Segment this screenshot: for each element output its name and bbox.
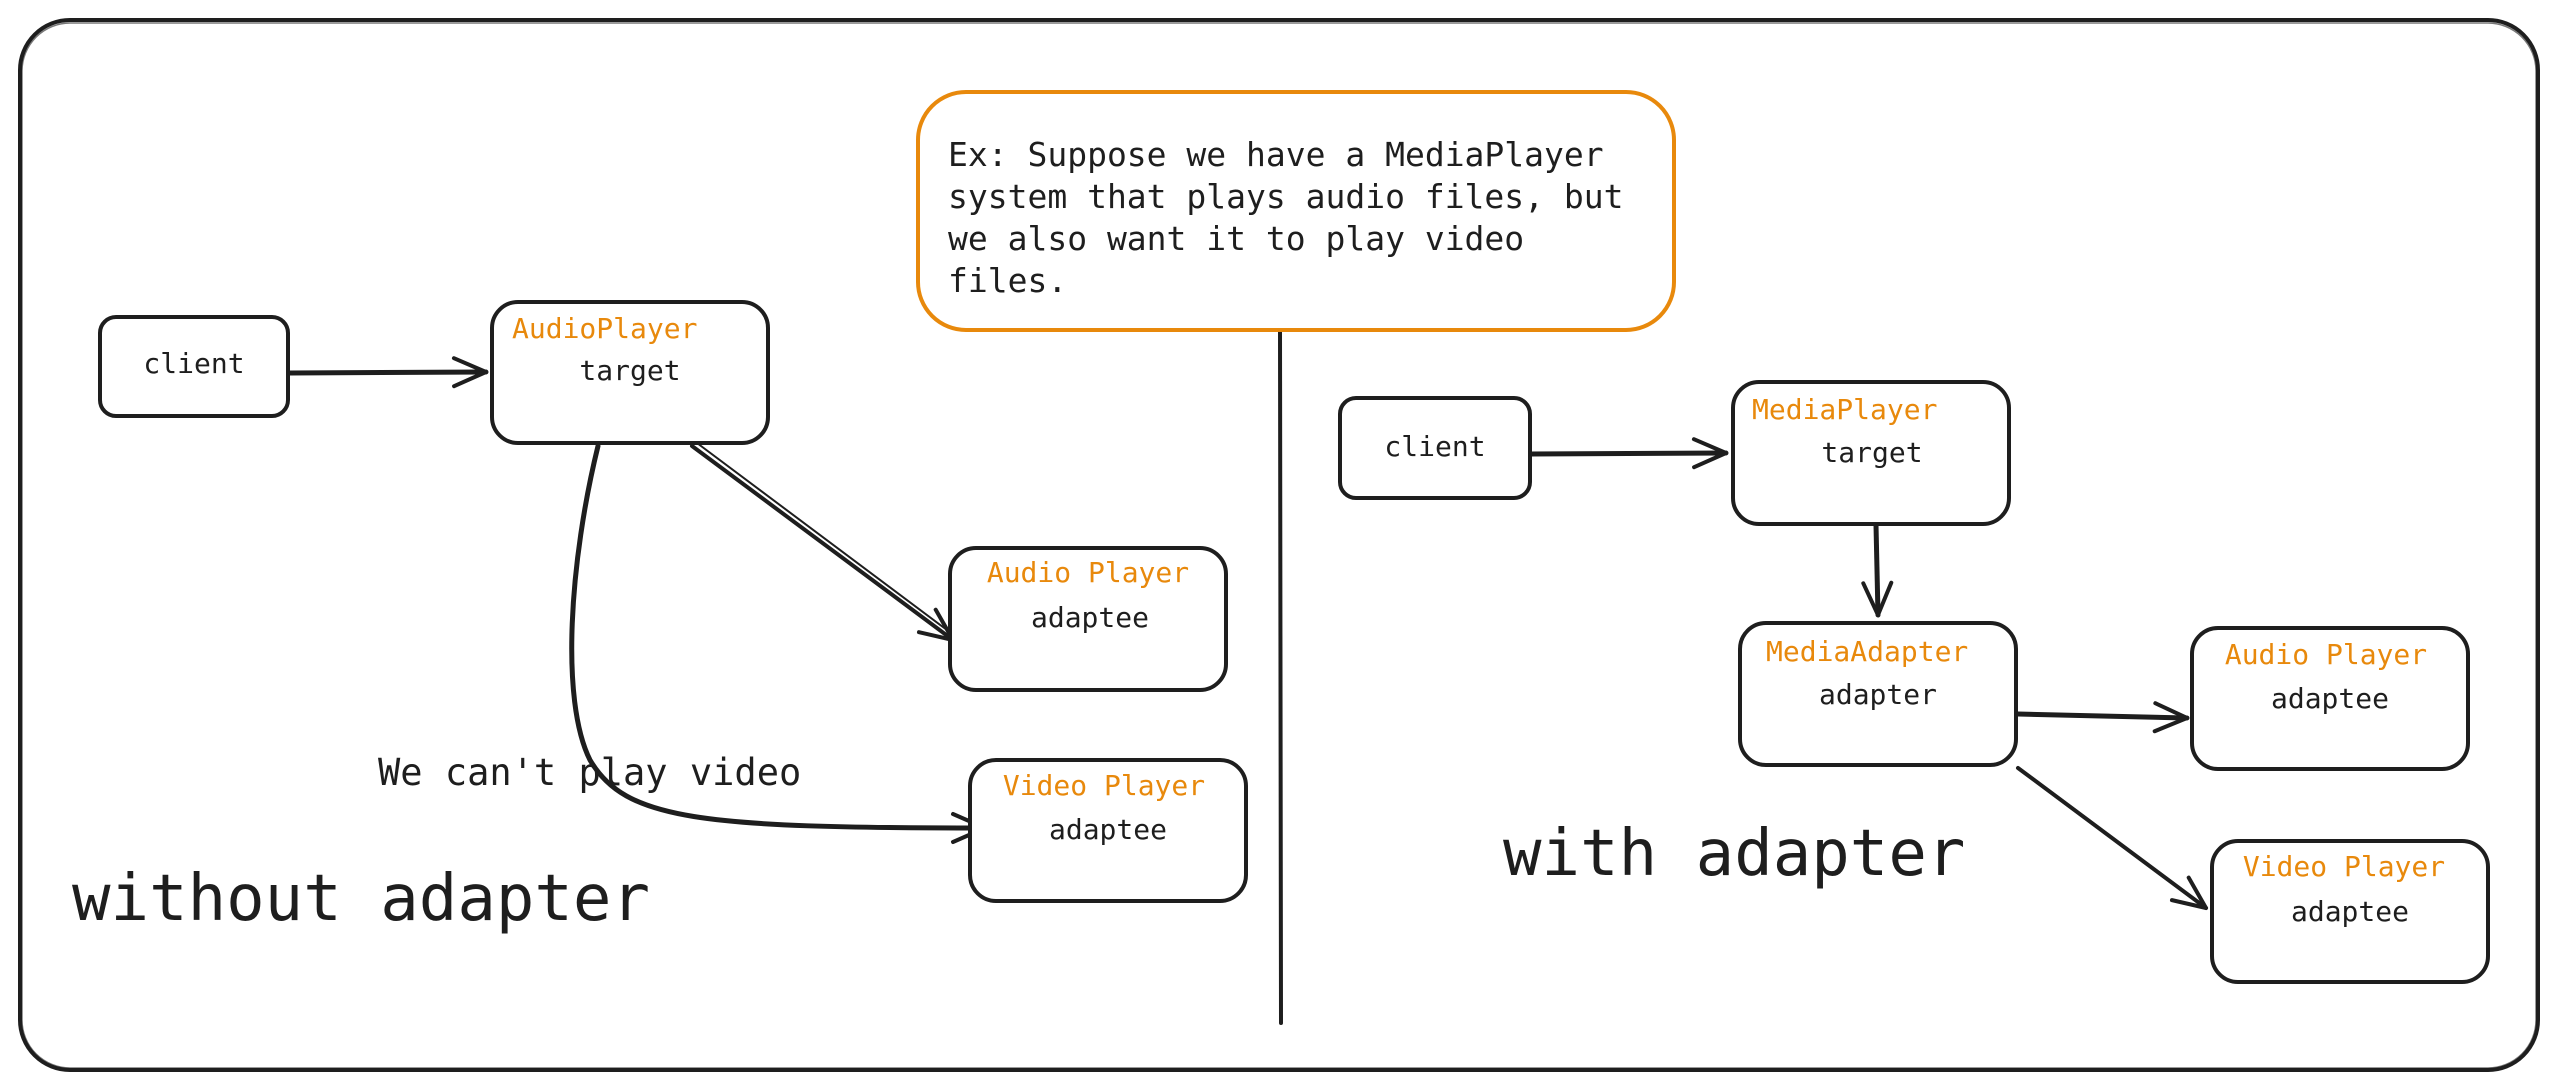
target-name-left: AudioPlayer <box>512 312 697 345</box>
note-line-1: Ex: Suppose we have a MediaPlayer <box>948 135 1604 174</box>
note-box <box>916 90 1676 332</box>
target-role-right: target <box>1821 436 1922 469</box>
client-box-left <box>98 315 290 418</box>
video-adaptee-role-left: adaptee <box>1049 813 1167 846</box>
audio-adaptee-box-right <box>2190 626 2470 771</box>
heading-without-adapter: without adapter <box>72 862 650 936</box>
video-adaptee-box-right <box>2210 839 2490 984</box>
target-box-right <box>1731 380 2011 526</box>
audio-adaptee-name-left: Audio Player <box>987 556 1189 589</box>
arrow-adapter-to-video-right <box>2016 766 2208 910</box>
arrow-client-to-target-left <box>287 356 489 389</box>
adapter-name-right: MediaAdapter <box>1766 635 1968 668</box>
arrow-target-to-audio-left <box>690 444 955 642</box>
heading-with-adapter: with adapter <box>1503 817 1965 891</box>
audio-adaptee-role-left: adaptee <box>1031 601 1149 634</box>
client-box-right <box>1338 396 1532 500</box>
arrow-adapter-to-audio-right <box>2015 701 2190 734</box>
audio-adaptee-name-right: Audio Player <box>2225 638 2427 671</box>
video-adaptee-role-right: adaptee <box>2291 895 2409 928</box>
adapter-box-right <box>1738 621 2018 767</box>
client-label-right: client <box>1384 430 1485 463</box>
target-box-left <box>490 300 770 445</box>
video-adaptee-box-left <box>968 758 1248 903</box>
audio-adaptee-role-right: adaptee <box>2271 682 2389 715</box>
note-line-2: system that plays audio files, but <box>948 177 1624 216</box>
outer-frame <box>18 18 2540 1072</box>
video-adaptee-name-right: Video Player <box>2243 850 2445 883</box>
divider-line <box>1278 326 1283 1025</box>
note-line-3: we also want it to play video <box>948 219 1524 258</box>
curve-target-to-video-left <box>569 443 988 844</box>
client-label-left: client <box>143 347 244 380</box>
video-adaptee-name-left: Video Player <box>1003 769 1205 802</box>
adapter-role-right: adapter <box>1819 678 1937 711</box>
cannot-play-video-annotation: We can't play video <box>378 751 801 794</box>
note-text: Ex: Suppose we have a MediaPlayer system… <box>948 135 1624 300</box>
target-role-left: target <box>579 354 680 387</box>
arrow-target-to-adapter-right <box>1861 522 1894 618</box>
note-line-4: files. <box>948 261 1067 300</box>
audio-adaptee-box-left <box>948 546 1228 692</box>
arrow-client-to-target-right <box>1527 437 1729 470</box>
target-name-right: MediaPlayer <box>1752 393 1937 426</box>
